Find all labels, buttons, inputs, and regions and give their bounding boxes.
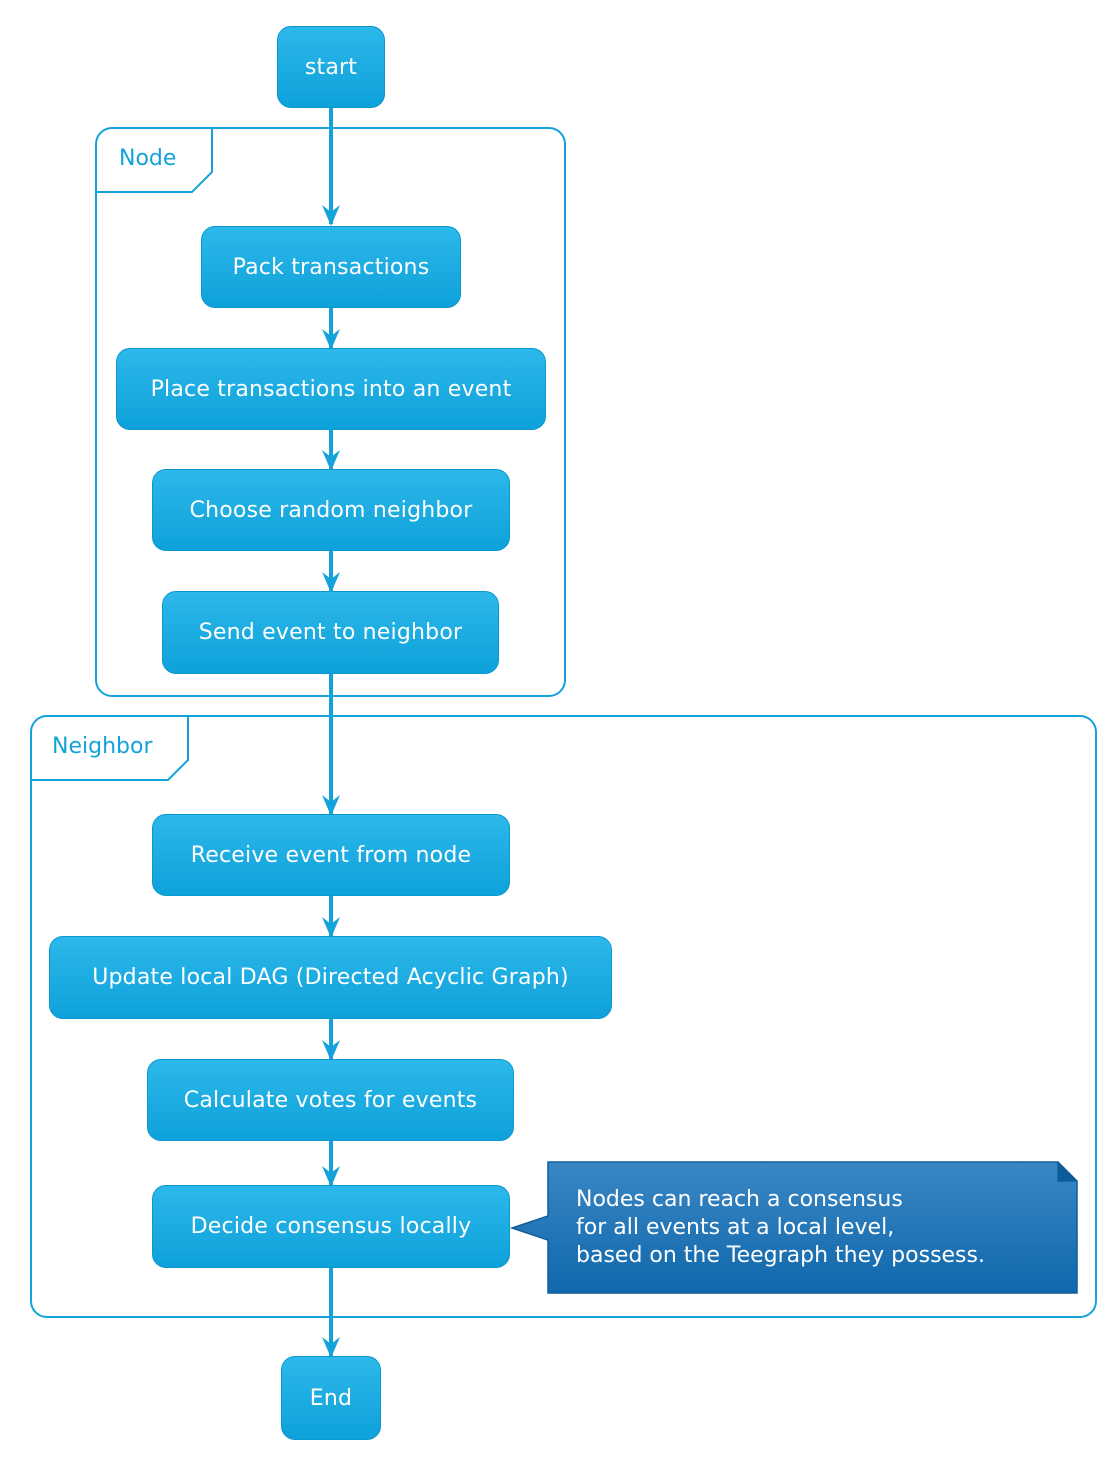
start-node[interactable]: start [277, 26, 385, 108]
step-receive-event[interactable]: Receive event from node [152, 814, 510, 896]
step-place-transactions[interactable]: Place transactions into an event [116, 348, 546, 430]
arrowhead-decide [322, 1166, 340, 1187]
step-decide-consensus[interactable]: Decide consensus locally [152, 1185, 510, 1268]
node-partition-title: Node [119, 146, 177, 171]
step-choose-neighbor[interactable]: Choose random neighbor [152, 469, 510, 551]
note-line: Nodes can reach a consensus [576, 1187, 903, 1212]
arrowhead-send [322, 572, 340, 593]
step-send-event[interactable]: Send event to neighbor [162, 591, 499, 674]
arrowhead-receive [322, 795, 340, 816]
end-node[interactable]: End [281, 1356, 381, 1440]
arrowhead-update [322, 917, 340, 938]
step-update-dag[interactable]: Update local DAG (Directed Acyclic Graph… [49, 936, 612, 1019]
neighbor-partition-frame [30, 715, 1097, 1318]
neighbor-partition-title: Neighbor [52, 734, 153, 759]
note-line: based on the Teegraph they possess. [576, 1243, 985, 1268]
arrowhead-choose [322, 450, 340, 471]
step-pack-transactions[interactable]: Pack transactions [201, 226, 461, 308]
consensus-note-shape [509, 1161, 1078, 1294]
consensus-note: Nodes can reach a consensus for all even… [576, 1186, 985, 1270]
arrowhead-calculate [322, 1040, 340, 1061]
arrowhead-end [322, 1337, 340, 1358]
step-calculate-votes[interactable]: Calculate votes for events [147, 1059, 514, 1141]
arrowhead-place [322, 329, 340, 350]
flow-arrowheads [322, 205, 340, 1358]
note-line: for all events at a local level, [576, 1215, 895, 1240]
arrowhead-pack [322, 205, 340, 226]
